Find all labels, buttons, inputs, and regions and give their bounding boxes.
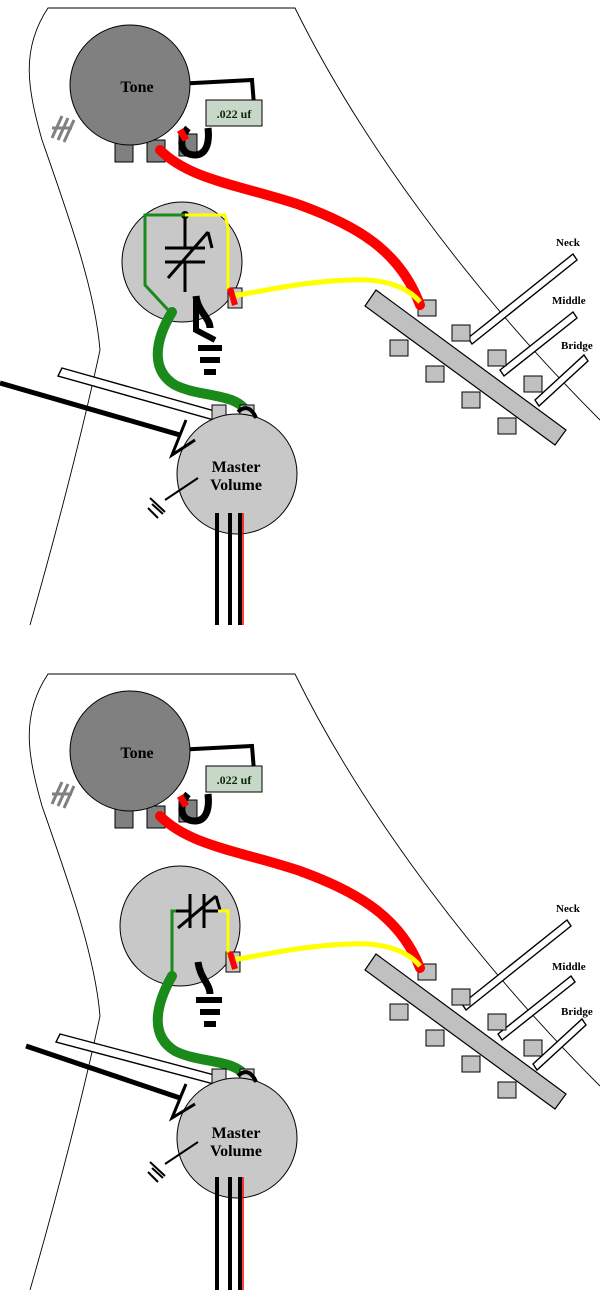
- ground-icon: [194, 961, 222, 1027]
- switch-body: [364, 953, 567, 1110]
- ground-icon: [50, 781, 76, 809]
- switch-lug: [461, 391, 481, 409]
- diagram-top: .022 uf Tone: [0, 7, 600, 626]
- master-label-line1: Master: [212, 1125, 261, 1142]
- switch-lever-bridge: [532, 1017, 587, 1072]
- diagram-bottom: .022 uf Tone: [25, 673, 600, 1290]
- tone-label: Tone: [120, 79, 153, 96]
- pickup-selector-switch: [364, 918, 587, 1110]
- middle-pot: [121, 201, 243, 375]
- switch-lug: [487, 1013, 507, 1031]
- switch-lug: [487, 349, 507, 367]
- red-wire-stub: [176, 128, 190, 142]
- tone-pot: Tone: [50, 690, 198, 829]
- yellow-wire: [231, 941, 422, 968]
- black-wire: [168, 419, 196, 459]
- switch-lug: [523, 1039, 543, 1057]
- green-wire-internal: [170, 909, 176, 976]
- capacitor-lead: [174, 77, 256, 106]
- bridge-label: Bridge: [561, 1006, 593, 1018]
- neck-label: Neck: [556, 903, 581, 915]
- master-label-line1: Master: [212, 459, 261, 476]
- capacitor-body: [205, 99, 263, 127]
- red-wire-stub: [176, 794, 190, 808]
- switch-lever-middle: [499, 310, 578, 378]
- capacitor-body: [205, 765, 263, 793]
- variable-capacitor-icon: [176, 894, 222, 930]
- yellow-wire: [231, 277, 422, 304]
- yellow-wire-internal: [218, 909, 230, 956]
- red-wire-stub: [227, 287, 238, 306]
- switch-lug: [451, 324, 471, 342]
- capacitor-label: .022 uf: [217, 107, 253, 121]
- black-wire-stub: [236, 1070, 258, 1083]
- master-volume-pot-body: [176, 413, 298, 535]
- switch-lever-neck: [461, 918, 572, 1012]
- ground-icon: [147, 1141, 199, 1183]
- tone-label: Tone: [120, 745, 153, 762]
- switch-lug: [497, 417, 517, 435]
- ground-icon: [192, 295, 222, 375]
- black-jack-wire: [25, 1043, 181, 1101]
- red-wire: [155, 145, 425, 310]
- black-wire-stub: [236, 406, 258, 419]
- switch-lug: [425, 365, 445, 383]
- pickguard-outline: [28, 7, 600, 626]
- middle-pot: [119, 865, 241, 1027]
- bridge-label: Bridge: [561, 340, 593, 352]
- black-wire: [193, 300, 217, 343]
- variable-capacitor-icon: [165, 215, 214, 292]
- yellow-wire-internal: [185, 213, 230, 290]
- tone-pot: Tone: [50, 24, 198, 163]
- ground-icon: [147, 477, 199, 519]
- switch-lever-middle: [497, 974, 576, 1042]
- pickguard-outline: [28, 673, 600, 1290]
- green-wire-internal: [143, 213, 185, 314]
- tone-pot-body: [69, 690, 191, 812]
- master-volume-pot: Master Volume: [147, 1068, 298, 1199]
- output-wires: [215, 1177, 244, 1290]
- neck-label: Neck: [556, 237, 581, 249]
- middle-label: Middle: [552, 961, 586, 973]
- master-label-line2: Volume: [210, 1143, 262, 1160]
- red-wire: [155, 811, 425, 973]
- switch-lever-neck: [467, 252, 578, 346]
- red-wire-stub: [227, 951, 238, 970]
- switch-lug: [389, 1003, 409, 1021]
- master-volume-pot-body: [176, 1077, 298, 1199]
- pickup-selector-switch: [364, 252, 589, 446]
- switch-lug: [497, 1081, 517, 1099]
- black-wire: [168, 1083, 196, 1122]
- black-jack-wire: [0, 380, 181, 438]
- capacitor: .022 uf: [174, 77, 263, 127]
- ground-icon: [50, 115, 76, 143]
- switch-lever-bridge: [534, 353, 589, 408]
- switch-lug: [389, 339, 409, 357]
- capacitor-label: .022 uf: [217, 773, 253, 787]
- tone-pot-body: [69, 24, 191, 146]
- switch-lug: [451, 988, 471, 1006]
- green-wire: [152, 971, 253, 1086]
- switch-lug: [461, 1055, 481, 1073]
- master-label-line2: Volume: [210, 477, 262, 494]
- output-wires: [215, 513, 244, 625]
- green-wire: [152, 307, 253, 420]
- middle-label: Middle: [552, 295, 586, 307]
- switch-lug: [425, 1029, 445, 1047]
- capacitor-lead: [174, 743, 256, 772]
- switch-body: [364, 289, 567, 446]
- switch-lug: [523, 375, 543, 393]
- capacitor: .022 uf: [174, 743, 263, 793]
- master-volume-pot: Master Volume: [147, 404, 298, 535]
